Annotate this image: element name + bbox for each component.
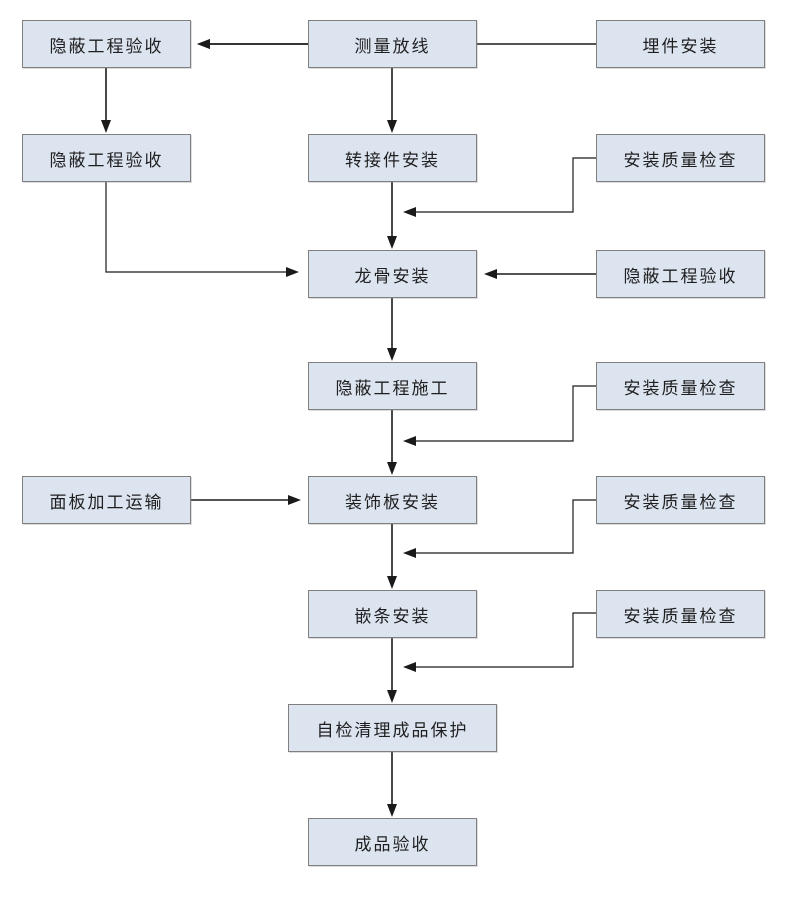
flow-node-hidden-acceptance-2: 隐蔽工程验收: [22, 134, 191, 182]
flow-node-quality-check-1: 安装质量检查: [596, 134, 765, 182]
flow-node-strip-install: 嵌条安装: [308, 590, 477, 638]
flow-node-hidden-acceptance-3: 隐蔽工程验收: [596, 250, 765, 298]
flow-node-embed-install: 埋件安装: [596, 20, 765, 68]
flow-node-keel-install: 龙骨安装: [308, 250, 477, 298]
flow-node-panel-processing: 面板加工运输: [22, 476, 191, 524]
flow-node-hidden-acceptance-1: 隐蔽工程验收: [22, 20, 191, 68]
flow-node-adapter-install: 转接件安装: [308, 134, 477, 182]
flow-node-panel-install: 装饰板安装: [308, 476, 477, 524]
flow-node-quality-check-3: 安装质量检查: [596, 476, 765, 524]
flow-node-self-check: 自检清理成品保护: [288, 704, 497, 752]
flow-node-survey: 测量放线: [308, 20, 477, 68]
flow-node-quality-check-4: 安装质量检查: [596, 590, 765, 638]
flow-node-quality-check-2: 安装质量检查: [596, 362, 765, 410]
flow-node-hidden-construction: 隐蔽工程施工: [308, 362, 477, 410]
flow-node-final-acceptance: 成品验收: [308, 818, 477, 866]
